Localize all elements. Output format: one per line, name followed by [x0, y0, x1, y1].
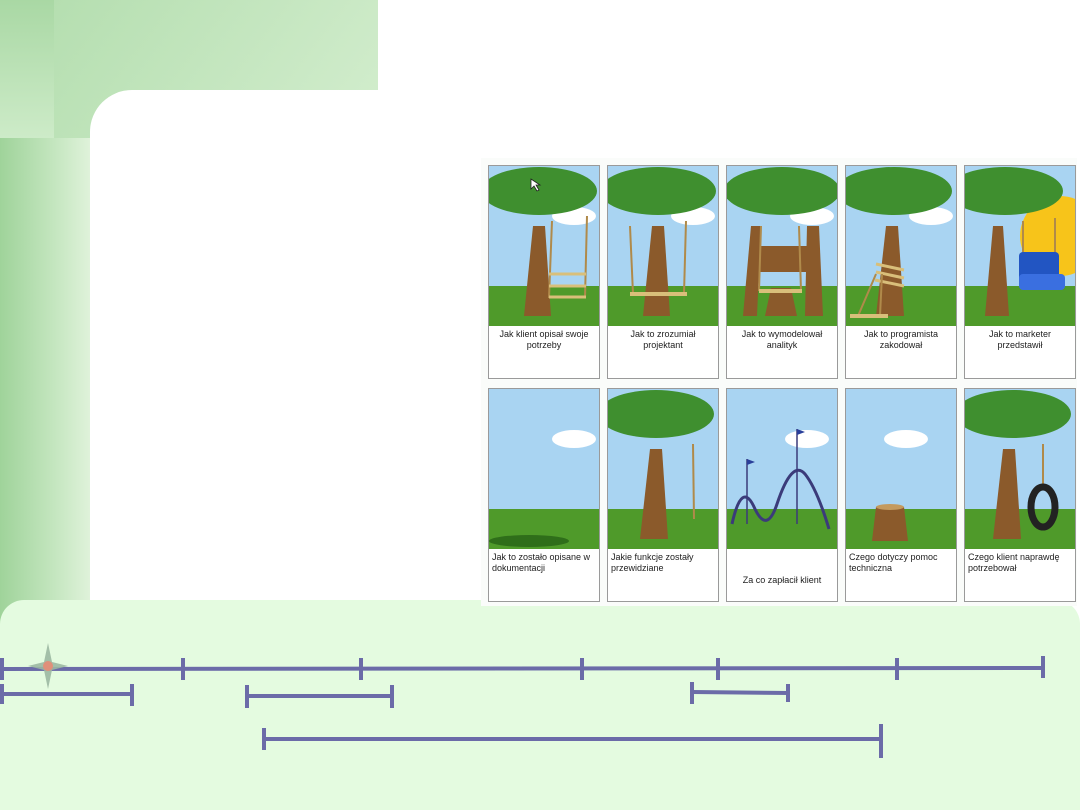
comic-panel-6: Jak to zostało opisane w dokumentacji — [488, 388, 600, 602]
panel-caption: Jak to programista zakodował — [863, 329, 939, 350]
comic-panel-8: Za co zapłacił klient — [726, 388, 838, 602]
tire-swing-scene — [965, 389, 1075, 549]
armchair-scene — [965, 166, 1075, 326]
timeline-main-line — [0, 666, 1045, 671]
comic-panel-4: Jak to programista zakodował — [845, 165, 957, 379]
comic-panel-5: Jak to marketer przedstawił — [964, 165, 1076, 379]
timeline-span-3 — [691, 690, 791, 695]
timeline-diagram — [0, 643, 1045, 758]
rollercoaster-scene — [727, 389, 837, 549]
comic-panel-3: Jak to wymodelował analityk — [726, 165, 838, 379]
panel-caption: Jak to marketer przedstawił — [988, 329, 1052, 350]
comic-panel-1: Jak klient opisał swoje potrzeby — [488, 165, 600, 379]
tree-swing-comic: Jak klient opisał swoje potrzeby Jak to … — [481, 158, 1077, 606]
comic-panel-10: Czego klient naprawdę potrzebował — [964, 388, 1076, 602]
wrapped-trunk-scene — [846, 166, 956, 326]
cut-trunk-swing-scene — [727, 166, 837, 326]
seat-swing-scene — [608, 166, 718, 326]
empty-field-scene — [489, 389, 599, 549]
comic-panel-7: Jakie funkcje zostały przewidziane — [607, 388, 719, 602]
mouse-cursor-icon — [530, 178, 542, 192]
comic-panel-2: Jak to zrozumiał projektant — [607, 165, 719, 379]
ladder-swing-scene — [489, 166, 599, 326]
panel-caption: Jak to zostało opisane w dokumentacji — [492, 552, 591, 573]
single-rope-scene — [608, 389, 718, 549]
star-marker-icon — [28, 643, 68, 689]
panel-caption: Jak to wymodelował analityk — [741, 329, 823, 350]
bottom-band — [0, 600, 1080, 810]
panel-caption: Czego klient naprawdę potrzebował — [968, 552, 1060, 573]
panel-caption: Jakie funkcje zostały przewidziane — [611, 552, 694, 573]
panel-caption: Jak klient opisał swoje potrzeby — [499, 329, 589, 350]
panel-caption: Za co zapłacił klient — [742, 575, 822, 585]
panel-caption: Jak to zrozumiał projektant — [630, 329, 696, 350]
panel-caption: Czego dotyczy pomoc techniczna — [849, 552, 938, 573]
comic-panel-9: Czego dotyczy pomoc techniczna — [845, 388, 957, 602]
stump-scene — [846, 389, 956, 549]
